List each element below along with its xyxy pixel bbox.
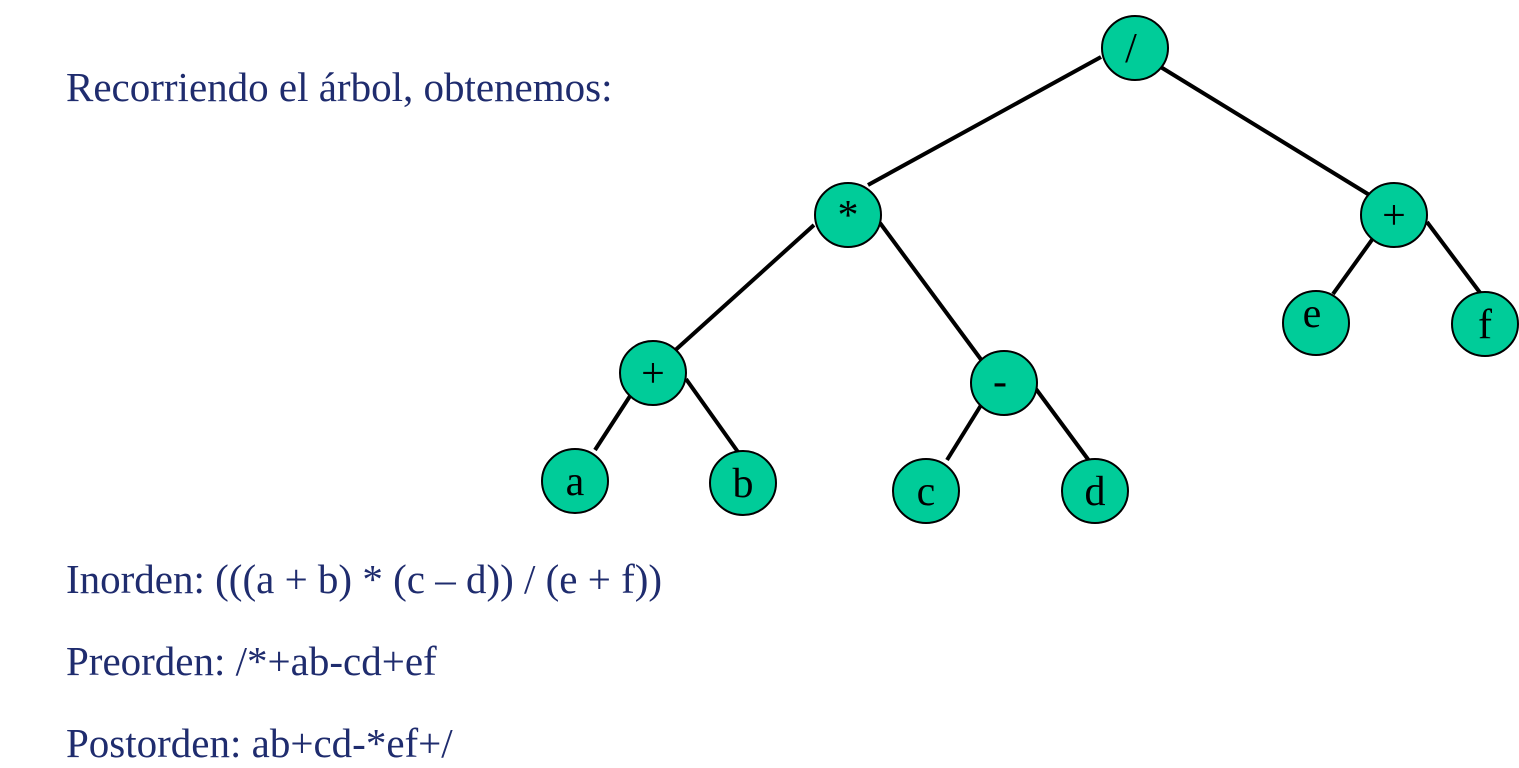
- postorden-label: Postorden:: [66, 720, 242, 766]
- preorden-line: Preorden: /*+ab-cd+ef: [66, 641, 437, 682]
- tree-node-label-plus-left: +: [641, 351, 665, 397]
- tree-node-label-minus: -: [993, 359, 1007, 405]
- edge-mul-to-plus-left: [669, 223, 816, 356]
- tree-node-circle-mul: [814, 182, 882, 248]
- tree-node-label-c: c: [917, 469, 936, 515]
- tree-node-circle-minus: [970, 350, 1038, 416]
- tree-node-circle-plus-right: [1360, 182, 1428, 248]
- edge-minus-to-c: [945, 400, 985, 462]
- tree-node-b: b: [709, 450, 777, 516]
- postorden-value: ab+cd-*ef+/: [251, 720, 453, 766]
- tree-node-circle-root: [1101, 15, 1169, 81]
- edge-mul-to-minus: [878, 221, 993, 375]
- tree-node-a: a: [541, 448, 609, 514]
- tree-node-label-a: a: [566, 459, 585, 505]
- tree-node-circle-f: [1451, 291, 1519, 357]
- tree-node-label-b: b: [733, 461, 754, 507]
- edge-root-to-plus-right: [1157, 64, 1378, 201]
- edge-plus-right-to-f: [1425, 220, 1483, 296]
- tree-node-circle-b: [709, 450, 777, 516]
- edge-plus-left-to-a: [593, 391, 634, 452]
- tree-node-plus-left: +: [619, 340, 687, 406]
- tree-node-label-e: e: [1303, 291, 1322, 337]
- inorden-label: Inorden:: [66, 556, 205, 602]
- tree-node-mul: *: [814, 182, 882, 248]
- intro-text: Recorriendo el árbol, obtenemos:: [66, 64, 613, 110]
- inorden-value: (((a + b) * (c – d)) / (e + f)): [215, 556, 663, 602]
- edge-root-to-mul: [867, 55, 1102, 187]
- edge-plus-right-to-e: [1331, 235, 1376, 296]
- tree-node-c: c: [892, 458, 960, 524]
- tree-node-circle-e: [1282, 290, 1350, 356]
- tree-node-label-mul: *: [838, 193, 859, 239]
- tree-node-e: e: [1282, 290, 1350, 356]
- tree-node-label-plus-right: +: [1382, 193, 1406, 239]
- tree-node-label-f: f: [1478, 302, 1492, 348]
- tree-node-circle-d: [1061, 458, 1129, 524]
- edge-minus-to-d: [1034, 387, 1092, 464]
- tree-node-label-root: /: [1125, 26, 1137, 72]
- tree-node-circle-a: [541, 448, 609, 514]
- postorden-line: Postorden: ab+cd-*ef+/: [66, 723, 453, 764]
- tree-nodes: / * + + - a b c d e f: [541, 15, 1519, 524]
- tree-node-label-d: d: [1085, 469, 1106, 515]
- tree-node-circle-plus-left: [619, 340, 687, 406]
- preorden-value: /*+ab-cd+ef: [235, 638, 437, 684]
- tree-edges: [593, 55, 1483, 464]
- edge-plus-left-to-b: [684, 377, 740, 454]
- preorden-label: Preorden:: [66, 638, 226, 684]
- tree-node-d: d: [1061, 458, 1129, 524]
- tree-node-minus: -: [970, 350, 1038, 416]
- tree-node-f: f: [1451, 291, 1519, 357]
- tree-node-circle-c: [892, 458, 960, 524]
- inorden-line: Inorden: (((a + b) * (c – d)) / (e + f)): [66, 559, 662, 600]
- tree-node-plus-right: +: [1360, 182, 1428, 248]
- tree-node-root: /: [1101, 15, 1169, 81]
